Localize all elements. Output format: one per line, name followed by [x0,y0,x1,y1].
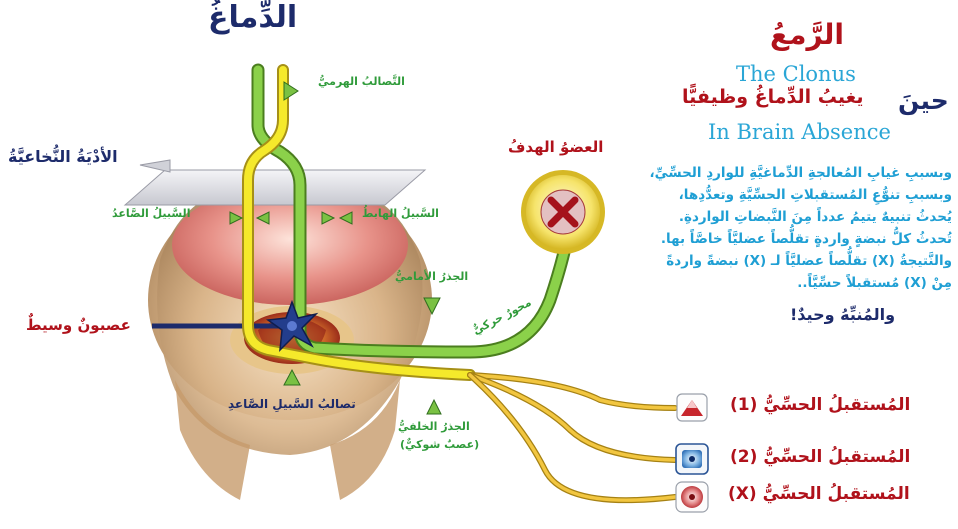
ascending-decussation-label: تصالبُ السَّبيلِ الصَّاعدِ [228,397,356,411]
target-organ-label: العضوُ الهدفُ [508,138,603,156]
title-when: حينَ [898,86,949,115]
conclusion-text: والمُنبِّهُ وحيدٌ! [790,305,895,324]
afferent-fibers [470,375,675,500]
receptor-2-icon [676,444,708,474]
brain-label: الدِّماغُ [208,0,297,35]
posterior-root-label: الجذرُ الخلفيُّ [398,420,470,433]
paragraph-line: وبسببِ تنوُّعِ المُستقبلاتِ الحسِّيَّةِ … [650,184,952,206]
anterior-root-label: الجذرُ الأماميُّ [395,270,468,283]
title-english: The Clonus [736,62,856,86]
title-arabic: الرَّمعُ [770,18,844,51]
pyramidal-tract-label: التَّصالبُ الهرميُّ [318,75,405,88]
descending-path-label: السَّبيلُ الهابطُ [362,207,439,220]
target-organ [521,170,605,254]
paragraph-line: وبسببِ غيابِ المُعالجةِ الدِّماغيَّةِ لل… [650,162,952,184]
ascending-path-label: السَّبيلُ الصَّاعدُ [112,207,190,220]
receptor-x-icon [676,482,708,512]
receptor-1-label: المُستقبلُ الحسِّيُّ (1) [730,395,910,415]
subtitle-english: In Brain Absence [708,120,891,144]
paragraph-line: مِنْ (X) مُستقبلاً حسِّيَّاً.. [650,272,952,294]
posterior-root-sub-label: (عصبٌ شوكيٌّ) [400,438,479,451]
medulla-label: الأدْيَةُ النُّخاعيَّةُ [8,147,118,166]
paragraph-line: تُحدثُ كلُّ نبضةٍ واردةٍ تقلُّصاً عضليَّ… [650,228,952,250]
paragraph-line: يُحدثُ تنبيهٌ يتيمُ عدداً مِنَ النَّبضات… [650,206,952,228]
receptor-2-label: المُستقبلُ الحسِّيُّ (2) [730,447,910,467]
medulla-plate [125,170,425,205]
subtitle-arabic: يغيبُ الدِّماغُ وظيفيًّا [682,86,863,108]
medulla-pointer [140,160,170,172]
receptor-x-label: المُستقبلُ الحسِّيُّ (X) [728,484,910,504]
receptor-1-icon [677,394,707,421]
interneuron-label: عصبونٌ وسيطٌ [26,316,131,334]
explanation-paragraph: وبسببِ غيابِ المُعالجةِ الدِّماغيَّةِ لل… [650,162,952,294]
paragraph-line: والنَّتيجةُ (X) تقلُّصاً عضليَّاً لـ (X)… [650,250,952,272]
